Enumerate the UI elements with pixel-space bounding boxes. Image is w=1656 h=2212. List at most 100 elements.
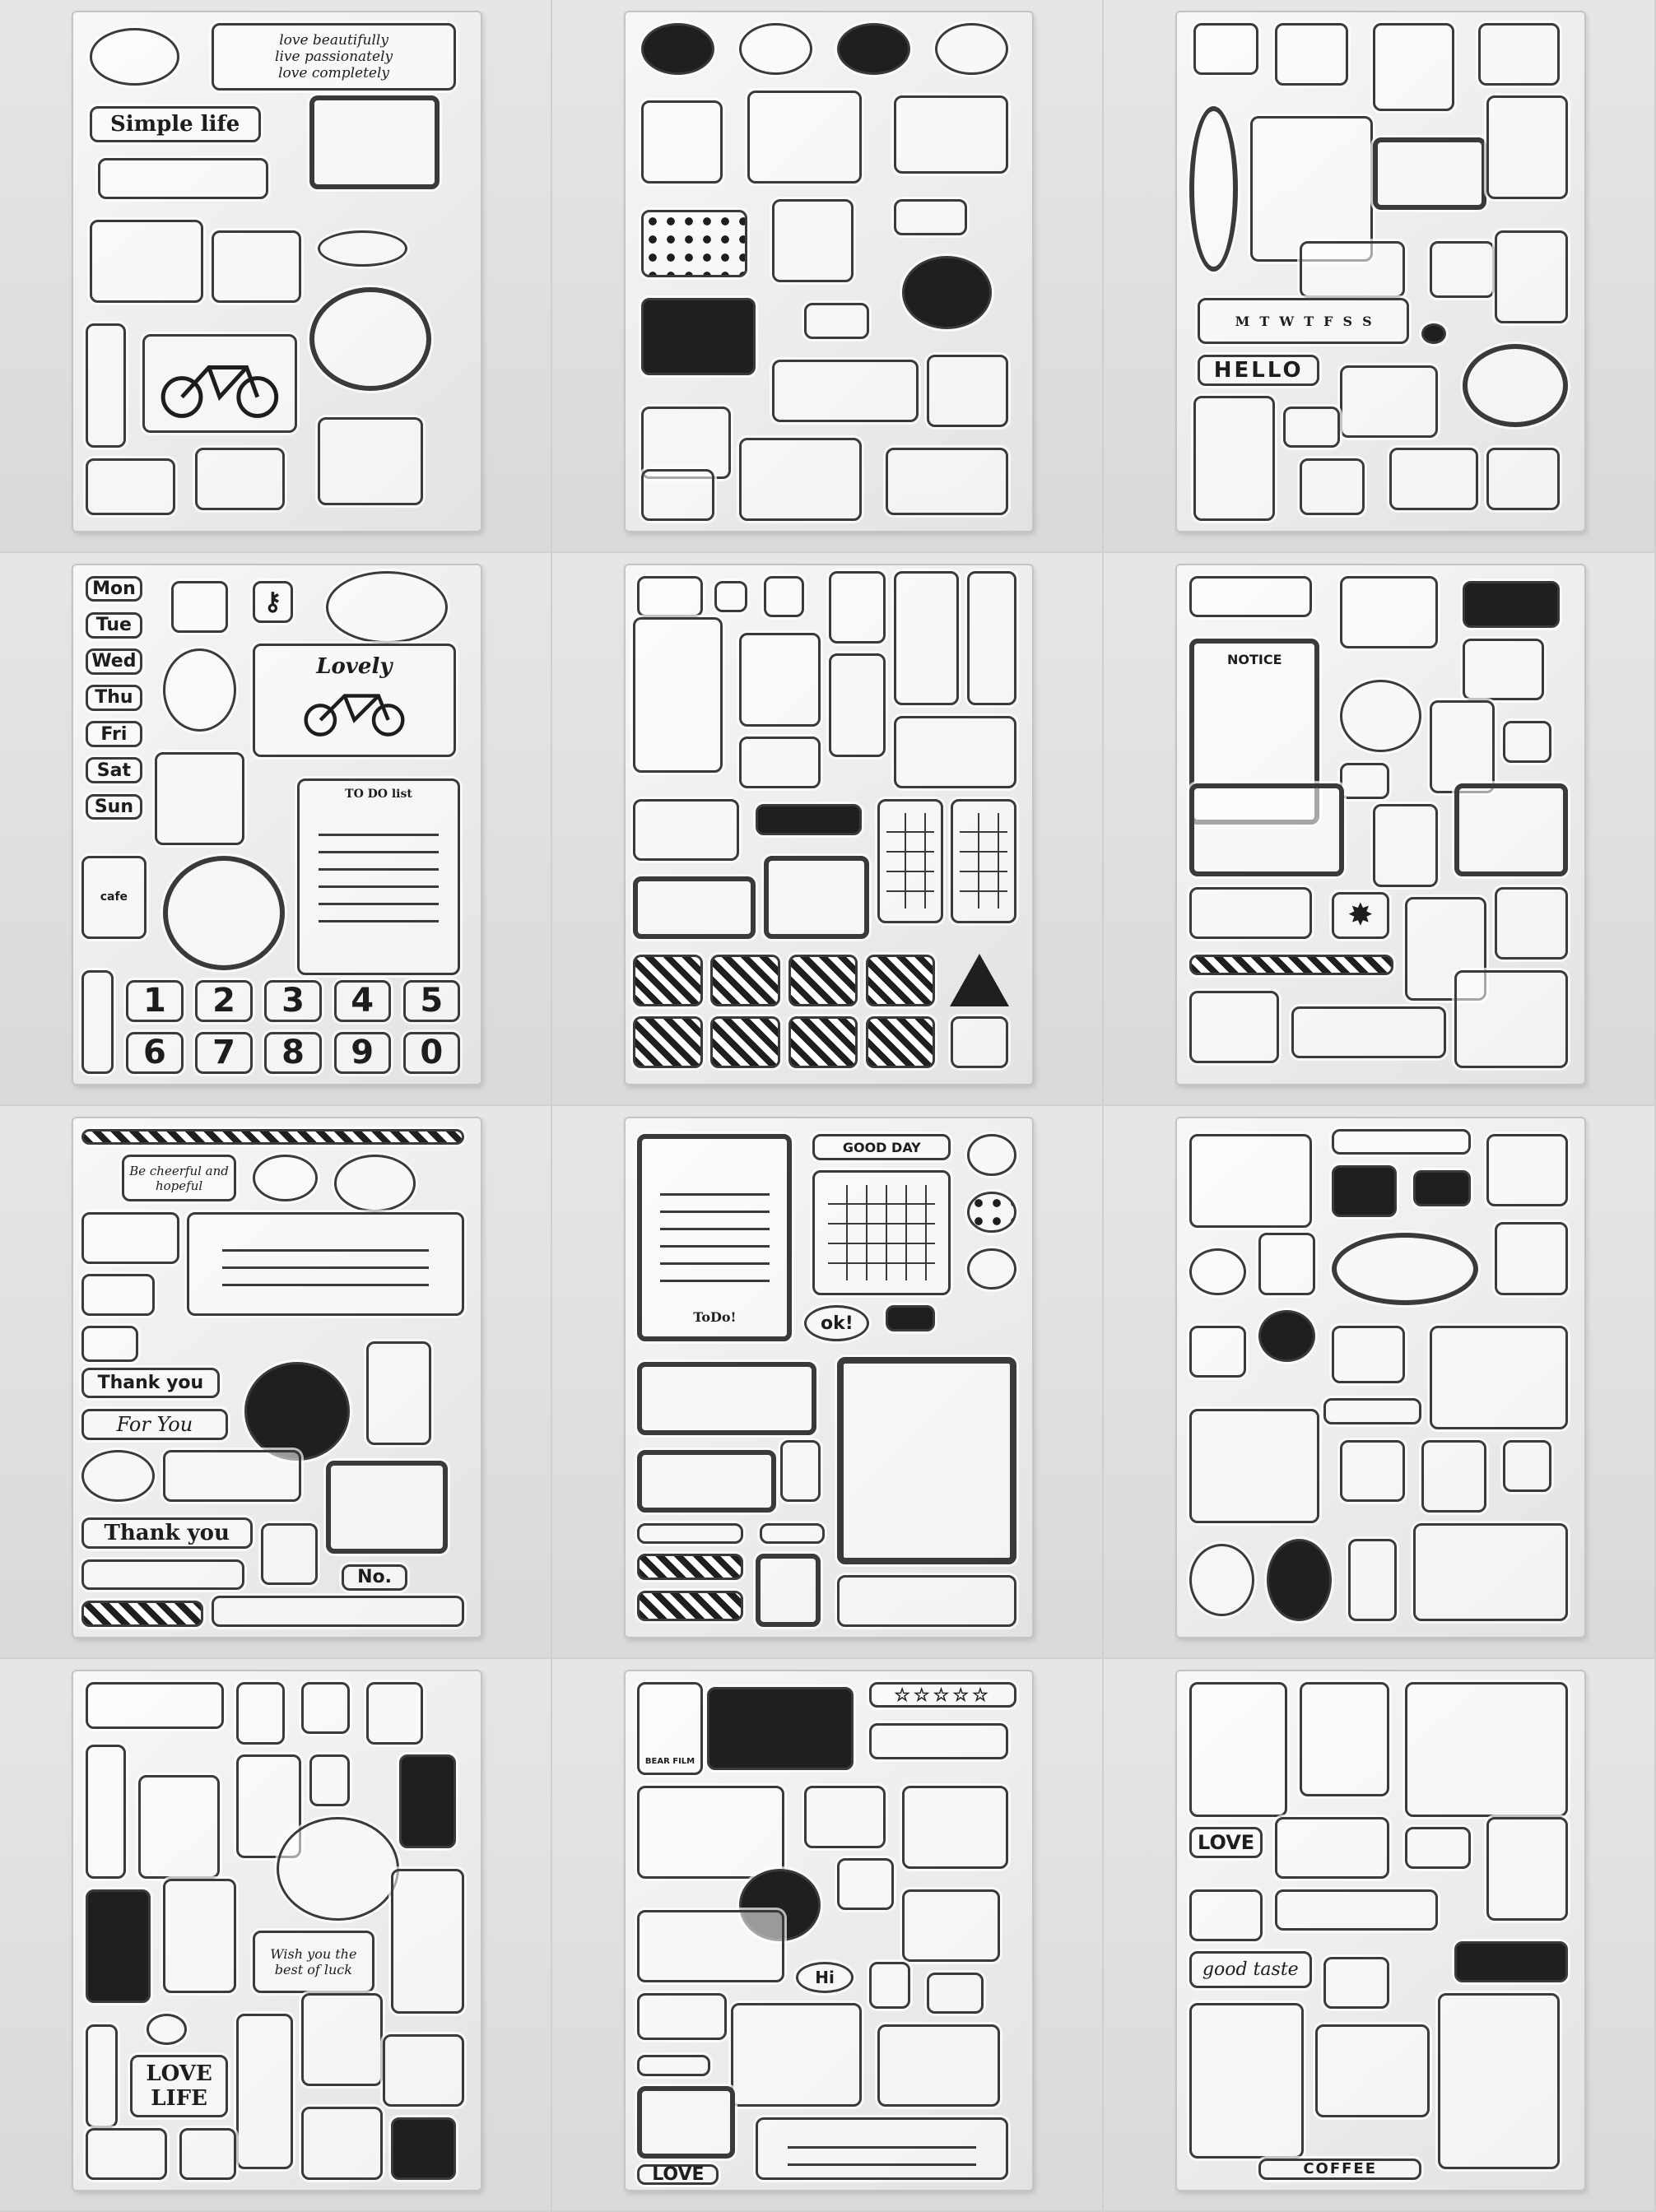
cup-stamp bbox=[763, 575, 805, 618]
todo-board-stamp: ToDo! bbox=[637, 1134, 793, 1342]
weekday-sat: Sat bbox=[96, 760, 131, 781]
cat-hanging-stamp bbox=[1340, 575, 1438, 649]
globe-stamp bbox=[162, 648, 236, 732]
tile-stamp-6 bbox=[710, 1016, 780, 1069]
coffee-cup-stamp: cafe bbox=[81, 856, 147, 939]
star-icon: ✸ bbox=[1348, 899, 1373, 932]
lavender-sprig-stamp bbox=[235, 1681, 286, 1745]
number-6: 6 bbox=[142, 1034, 166, 1072]
leaf-branch-stamp bbox=[212, 230, 301, 304]
photo-cell-8: ToDo! GOOD DAY ok! bbox=[551, 1106, 1105, 1659]
heart-stamp bbox=[1421, 323, 1446, 345]
sleepy-cat-stamp bbox=[1478, 22, 1561, 86]
number-4-stamp: 4 bbox=[333, 980, 391, 1022]
cat-glasses-stamp bbox=[1189, 575, 1312, 618]
photo-cell-2 bbox=[551, 0, 1105, 553]
bear-megaphone-stamp bbox=[637, 1785, 784, 1880]
monstera-stamp bbox=[390, 2117, 457, 2180]
love-text: LOVE bbox=[146, 2061, 212, 2087]
dandelion-stamp bbox=[85, 2127, 167, 2180]
triangle-icon bbox=[950, 954, 1010, 1007]
cat-cup-stamp bbox=[1372, 22, 1454, 112]
flower-sprig-stamp bbox=[301, 2107, 383, 2180]
tree-stamp bbox=[1189, 1543, 1255, 1616]
lying-cat-stamp bbox=[1189, 886, 1312, 939]
shiba-dog-stamp bbox=[1193, 22, 1259, 75]
striped-circle-stamp bbox=[967, 1134, 1016, 1176]
tall-wildflower-stamp bbox=[235, 2014, 294, 2169]
shaggy-flower-stamp bbox=[886, 448, 1008, 516]
clipboard-frame-stamp bbox=[836, 1357, 1016, 1564]
sitting-girl-stamp bbox=[1405, 1681, 1569, 1817]
backpack-stamp bbox=[154, 752, 244, 846]
tile-stamp-7 bbox=[788, 1016, 858, 1069]
weekday-mon: Mon bbox=[92, 579, 136, 600]
easel-frame-stamp bbox=[633, 876, 756, 939]
ribbon-banner-stamp bbox=[755, 804, 862, 835]
weekday-sun: Sun bbox=[94, 796, 133, 817]
love-small-text: LOVE bbox=[652, 2163, 705, 2185]
feather-stamp bbox=[260, 1522, 318, 1586]
poppy-stamp bbox=[902, 256, 992, 329]
for-you-stamp: For You bbox=[81, 1409, 228, 1440]
star-burst-stamp: ✸ bbox=[1332, 892, 1389, 939]
todo-list-stamp: TO DO list bbox=[297, 778, 460, 975]
water-jug-stamp bbox=[739, 633, 821, 727]
leaf-stem-stamp bbox=[138, 1775, 221, 1880]
speech-bubble-stamp bbox=[1340, 679, 1422, 753]
flower-cluster-stamp bbox=[1332, 1165, 1398, 1218]
number-9-stamp: 9 bbox=[333, 1032, 391, 1074]
square-frame-stamp bbox=[309, 95, 440, 189]
tulip-stem-stamp bbox=[641, 100, 723, 184]
palette-stamp bbox=[89, 28, 179, 86]
number-2-stamp: 2 bbox=[195, 980, 253, 1022]
bear-peek-stamp bbox=[902, 1889, 1000, 1963]
round-seal-stamp bbox=[252, 1155, 318, 1202]
number-3: 3 bbox=[281, 982, 305, 1020]
cal-w: W bbox=[1279, 313, 1295, 329]
heart-frame-stamp bbox=[1462, 344, 1569, 428]
bear-head-stamp bbox=[804, 1785, 886, 1848]
rose-stamp bbox=[277, 1816, 399, 1921]
postage-frame-stamp bbox=[325, 1461, 449, 1554]
weekday-tue-stamp: Tue bbox=[85, 612, 143, 639]
hi-bubble-stamp: Hi bbox=[796, 1962, 854, 1993]
cal-t: T bbox=[1259, 313, 1270, 329]
number-2: 2 bbox=[212, 982, 235, 1020]
wildflower-stem-stamp bbox=[390, 1868, 464, 2014]
bicycle-icon bbox=[160, 365, 279, 418]
number-5-stamp: 5 bbox=[402, 980, 460, 1022]
bunny-stamp bbox=[739, 437, 862, 521]
cafe-text: cafe bbox=[100, 890, 128, 904]
long-tulip-stamp bbox=[85, 1744, 127, 1880]
cat-face-stamp bbox=[1332, 1326, 1406, 1383]
number-4: 4 bbox=[351, 982, 374, 1020]
reed-stalk-stamp bbox=[633, 617, 723, 774]
black-label-stamp bbox=[1454, 1940, 1569, 1983]
simple-life-stamp: Simple life bbox=[89, 105, 261, 142]
love-small-stamp: LOVE bbox=[637, 2163, 719, 2185]
stripe-block-stamp bbox=[81, 1601, 204, 1627]
flower-vase-stamp bbox=[1421, 1439, 1487, 1513]
thank-you-small-text: Thank you bbox=[97, 1373, 204, 1394]
basket-stamp bbox=[633, 798, 740, 862]
hello-text: HELLO bbox=[1213, 357, 1304, 383]
washi-strip-2-stamp bbox=[637, 1590, 744, 1622]
number-9: 9 bbox=[351, 1034, 374, 1072]
number-label-text: No. bbox=[357, 1567, 392, 1588]
calendar-grid-stamp bbox=[812, 1170, 951, 1295]
grid-block-stamp bbox=[877, 798, 943, 923]
number-5: 5 bbox=[420, 982, 444, 1020]
barista-stamp bbox=[1189, 2003, 1304, 2159]
thank-you-large-stamp: Thank you bbox=[81, 1517, 253, 1550]
small-flowers-stamp bbox=[739, 737, 821, 789]
number-8: 8 bbox=[281, 1034, 305, 1072]
weekday-mon-stamp: Mon bbox=[85, 575, 143, 602]
daisy-cluster-stamp bbox=[301, 1992, 383, 2087]
bunting-stamp bbox=[1332, 1128, 1471, 1155]
bowtie-row-stamp bbox=[1323, 1398, 1422, 1424]
quote-line-1: love beautifully bbox=[279, 31, 388, 49]
number-1-stamp: 1 bbox=[126, 980, 184, 1022]
life-text: LIFE bbox=[151, 2086, 207, 2112]
